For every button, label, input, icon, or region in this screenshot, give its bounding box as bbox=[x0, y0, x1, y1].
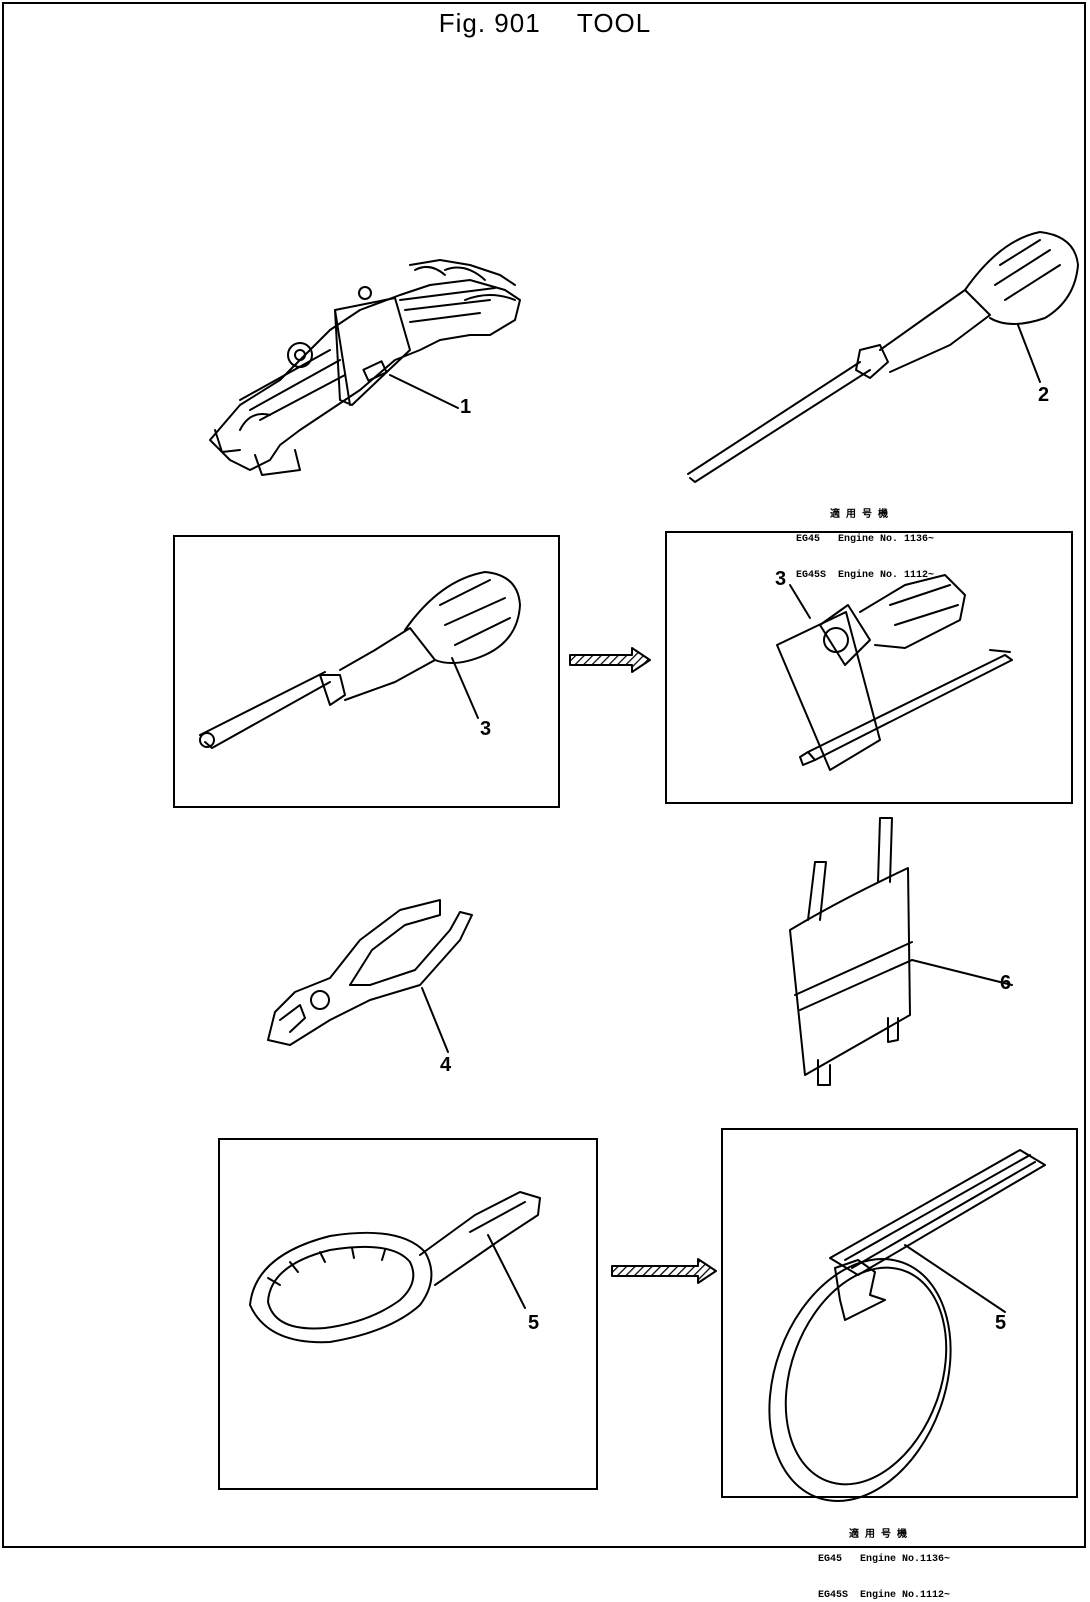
callout-4: 4 bbox=[440, 1054, 452, 1076]
callout-5-old: 5 bbox=[528, 1312, 540, 1334]
arrow-hatched-2 bbox=[611, 1258, 717, 1284]
callout-3-old: 3 bbox=[480, 718, 492, 740]
panel-screwdriver-new bbox=[665, 531, 1073, 804]
applicability-note-top: 適 用 号 機 EG45 Engine No. 1136~ EG45S Engi… bbox=[784, 486, 934, 582]
panel-filter-wrench-new bbox=[721, 1128, 1078, 1498]
figure-name: TOOL bbox=[576, 8, 652, 38]
arrow-hatched-1 bbox=[569, 647, 651, 673]
note-top-heading: 適 用 号 機 bbox=[830, 510, 889, 521]
figure-number: Fig. 901 bbox=[438, 8, 541, 38]
applicability-note-bottom: 適 用 号 機 EG45 Engine No.1136~ EG45S Engin… bbox=[806, 1506, 950, 1602]
screwdriver-new-drawing bbox=[776, 574, 1013, 771]
screwdriver-old-drawing bbox=[199, 571, 521, 749]
note-bottom-heading: 適 用 号 機 bbox=[849, 1530, 908, 1541]
callout-5-new: 5 bbox=[995, 1312, 1007, 1334]
screwdriver-top-drawing bbox=[687, 231, 1079, 483]
panel-filter-wrench-old bbox=[218, 1138, 598, 1490]
figure-title: Fig. 901 TOOL bbox=[0, 8, 1090, 39]
note-top-line1: EG45 Engine No. 1136~ bbox=[796, 534, 935, 545]
panel-screwdriver-old bbox=[173, 535, 560, 808]
note-bottom-line1: EG45 Engine No.1136~ bbox=[818, 1554, 951, 1565]
pliers-drawing bbox=[267, 899, 473, 1053]
wrench-set-drawing bbox=[209, 259, 521, 476]
filter-wrench-new-drawing bbox=[768, 1149, 1046, 1503]
callout-2: 2 bbox=[1038, 384, 1050, 406]
tool-bag-drawing bbox=[789, 817, 1013, 1086]
callout-3-new: 3 bbox=[775, 568, 787, 590]
tool-illustrations bbox=[199, 231, 1079, 1503]
page-frame bbox=[2, 2, 1086, 1548]
callout-1: 1 bbox=[460, 396, 472, 418]
filter-wrench-old-drawing bbox=[249, 1191, 541, 1344]
callout-6: 6 bbox=[1000, 972, 1012, 994]
note-bottom-line2: EG45S Engine No.1112~ bbox=[818, 1590, 951, 1601]
note-top-line2: EG45S Engine No. 1112~ bbox=[796, 570, 935, 581]
